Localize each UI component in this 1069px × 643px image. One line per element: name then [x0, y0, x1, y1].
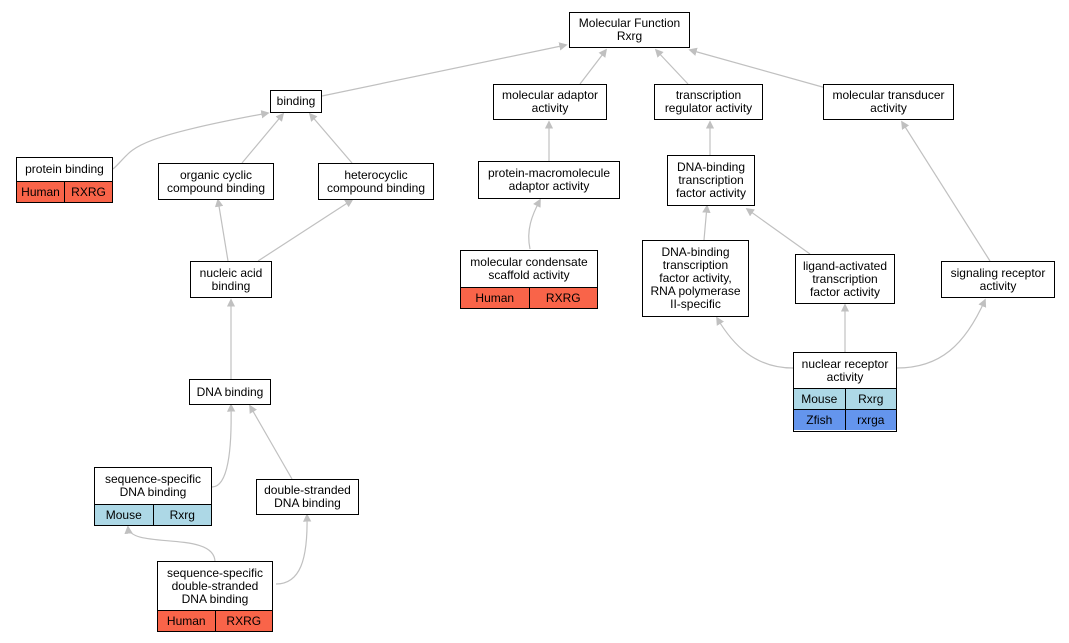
- node-protein-binding[interactable]: protein binding Human RXRG: [16, 157, 113, 203]
- node-sequence-specific-double-stranded-dna-binding[interactable]: sequence-specific double-stranded DNA bi…: [157, 561, 273, 632]
- node-label: ligand-activated transcription factor ac…: [802, 258, 888, 299]
- node-nuclear-receptor-activity[interactable]: nuclear receptor activity Mouse Rxrg Zfi…: [793, 352, 897, 432]
- node-label: molecular adaptor activity: [501, 88, 599, 115]
- node-label: double-stranded DNA binding: [264, 483, 351, 510]
- node-double-stranded-dna-binding[interactable]: double-stranded DNA binding: [256, 479, 359, 515]
- edge-seqspec-dna: [211, 403, 236, 488]
- edge-signaling-transducer: [901, 120, 991, 262]
- node-label: transcription regulator activity: [664, 88, 753, 115]
- ortholog-row: Mouse Rxrg: [794, 388, 896, 409]
- edge-seqds-seqspec: [124, 525, 216, 563]
- node-molecular-transducer-activity[interactable]: molecular transducer activity: [823, 84, 954, 120]
- node-label: organic cyclic compound binding: [166, 167, 266, 195]
- node-label: binding: [276, 94, 316, 108]
- edge-nuclear-pol2: [716, 316, 794, 369]
- node-label: sequence-specific double-stranded DNA bi…: [166, 565, 264, 606]
- node-label: sequence-specific DNA binding: [104, 472, 202, 499]
- node-molecular-adaptor-activity[interactable]: molecular adaptor activity: [493, 84, 607, 120]
- node-organic-cyclic-compound-binding[interactable]: organic cyclic compound binding: [158, 163, 274, 200]
- edge-pol2-dbtf: [702, 204, 711, 241]
- edge-transducer-mf: [688, 47, 827, 89]
- node-label: DNA-binding transcription factor activit…: [650, 245, 741, 311]
- ortholog-gene: RXRG: [214, 611, 273, 631]
- ortholog-gene: Rxrg: [152, 505, 212, 525]
- ortholog-row: Mouse Rxrg: [95, 504, 211, 525]
- edge-heterocyclic-binding: [308, 112, 353, 164]
- ortholog-species: Human: [21, 184, 60, 199]
- node-transcription-regulator-activity[interactable]: transcription regulator activity: [654, 84, 763, 120]
- node-label: Molecular Function Rxrg: [578, 16, 681, 43]
- ortholog-gene: rxrga: [844, 410, 897, 430]
- ortholog-gene: Rxrg: [844, 389, 897, 409]
- ortholog-species: Mouse: [801, 391, 838, 406]
- node-ligand-activated-transcription-factor-activity[interactable]: ligand-activated transcription factor ac…: [795, 254, 895, 304]
- node-protein-macromolecule-adaptor-activity[interactable]: protein-macromolecule adaptor activity: [478, 161, 620, 199]
- node-nucleic-acid-binding[interactable]: nucleic acid binding: [190, 261, 272, 298]
- ortholog-gene: RXRG: [64, 182, 112, 202]
- edge-seqds-ds: [275, 513, 312, 585]
- ortholog-gene: RXRG: [528, 288, 598, 308]
- edge-nucleic-organic: [214, 198, 229, 262]
- ortholog-row: Zfish rxrga: [794, 409, 896, 430]
- node-label: signaling receptor activity: [950, 265, 1046, 293]
- node-label: nuclear receptor activity: [801, 356, 889, 384]
- node-dna-binding[interactable]: DNA binding: [189, 379, 271, 405]
- ortholog-row: Human RXRG: [461, 287, 597, 308]
- node-label: molecular condensate scaffold activity: [470, 255, 588, 282]
- node-label: heterocyclic compound binding: [326, 167, 426, 195]
- edge-organic-binding: [241, 112, 285, 164]
- edge-condensate-protmacro: [528, 198, 541, 250]
- node-dna-binding-transcription-factor-activity[interactable]: DNA-binding transcription factor activit…: [667, 155, 755, 206]
- node-heterocyclic-compound-binding[interactable]: heterocyclic compound binding: [318, 163, 434, 200]
- node-label: protein-macromolecule adaptor activity: [487, 166, 611, 193]
- edge-ds-dna: [249, 404, 293, 480]
- ortholog-species: Zfish: [806, 412, 833, 427]
- edge-ligand-dbtf: [745, 208, 811, 255]
- node-label: protein binding: [25, 162, 104, 176]
- node-label: molecular transducer activity: [832, 88, 945, 115]
- node-dna-binding-tf-activity-rna-pol-ii-specific[interactable]: DNA-binding transcription factor activit…: [642, 240, 749, 317]
- node-molecular-condensate-scaffold-activity[interactable]: molecular condensate scaffold activity H…: [460, 250, 598, 309]
- ortholog-row: Human RXRG: [17, 181, 112, 202]
- ortholog-row: Human RXRG: [158, 610, 272, 631]
- edge-nucleic-heterocyclic: [257, 199, 354, 262]
- ortholog-species: Human: [166, 613, 206, 628]
- node-signaling-receptor-activity[interactable]: signaling receptor activity: [941, 261, 1055, 298]
- edge-adaptor-mf: [579, 48, 608, 85]
- edge-nuclear-signaling: [896, 298, 987, 369]
- node-sequence-specific-dna-binding[interactable]: sequence-specific DNA binding Mouse Rxrg: [94, 467, 212, 526]
- node-label: DNA binding: [196, 384, 264, 399]
- ortholog-species: Mouse: [105, 507, 142, 522]
- node-label: nucleic acid binding: [199, 265, 263, 293]
- edge-protein-binding-binding: [112, 110, 270, 170]
- node-binding[interactable]: binding: [270, 90, 322, 113]
- ortholog-species: Human: [475, 290, 515, 305]
- node-molecular-function[interactable]: Molecular Function Rxrg: [569, 12, 690, 48]
- node-label: DNA-binding transcription factor activit…: [675, 160, 747, 200]
- edge-regulator-mf: [654, 48, 689, 85]
- edge-binding-mf: [321, 42, 568, 97]
